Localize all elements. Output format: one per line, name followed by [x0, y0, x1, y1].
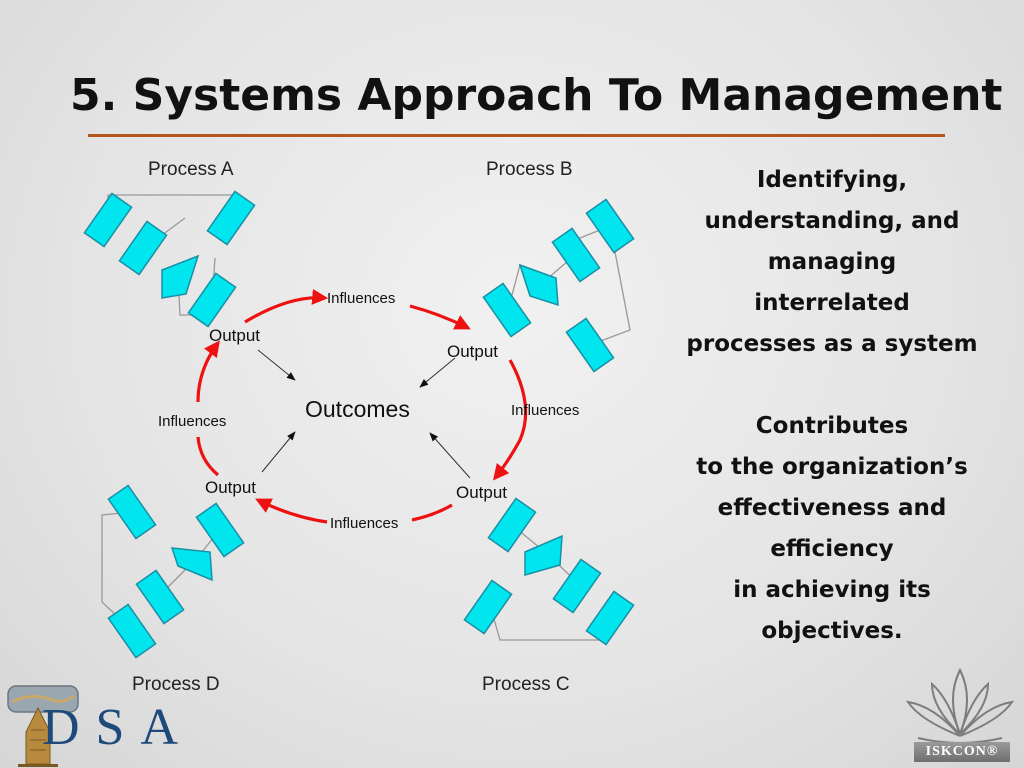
output-label-a: Output	[209, 326, 260, 345]
side-text-line: objectives.	[761, 618, 903, 644]
influence-arrow-d-to-a	[196, 340, 220, 403]
output-d-to-outcomes	[261, 431, 296, 473]
output-label-b: Output	[447, 342, 498, 361]
iskcon-logo: ISKCON®	[898, 662, 1022, 768]
process-b-decision	[518, 263, 559, 307]
process-a-box	[187, 272, 237, 328]
side-text-line: interrelated	[754, 290, 910, 316]
process-c-box	[487, 497, 537, 553]
side-text-line: to the organization’s	[696, 454, 968, 480]
process-c-box	[585, 590, 635, 646]
iskcon-logo-text: ISKCON®	[914, 742, 1010, 762]
influences-label-top: Influences	[327, 290, 395, 307]
process-b-box	[565, 317, 615, 373]
process-c-box	[463, 579, 513, 635]
process-b-box	[482, 282, 532, 338]
influences-label-right: Influences	[511, 402, 579, 419]
outcome-arrows	[257, 349, 471, 479]
process-b-box	[585, 198, 635, 254]
process-d-box	[107, 484, 157, 540]
process-a-box	[206, 190, 256, 246]
paragraph-gap	[668, 365, 996, 406]
output-label-d: Output	[205, 478, 256, 497]
process-a-decision	[161, 254, 200, 299]
influence-arrow-a-to-b-head	[409, 304, 471, 330]
process-d-box	[135, 569, 185, 625]
lotus-icon	[905, 667, 1015, 744]
side-text: Identifying, understanding, and managing…	[668, 160, 996, 652]
side-text-line: processes as a system	[686, 331, 978, 357]
process-b-shapes	[482, 198, 635, 373]
side-text-line: Contributes	[755, 413, 909, 439]
process-c-label: Process C	[482, 674, 570, 695]
process-d-label: Process D	[132, 674, 220, 695]
side-text-line: managing	[767, 249, 897, 275]
process-b-label: Process B	[486, 159, 573, 180]
side-text-line: in achieving its	[733, 577, 931, 603]
influences-label-left: Influences	[158, 413, 226, 430]
side-text-line: understanding, and	[704, 208, 960, 234]
dsa-logo: DSA	[2, 680, 212, 768]
influence-arrow-d-to-a-lower	[196, 436, 220, 477]
process-d-shapes	[107, 484, 245, 659]
title-underline	[88, 134, 945, 137]
slide-title: 5. Systems Approach To Management	[70, 70, 1003, 121]
output-a-to-outcomes	[257, 349, 296, 381]
outcomes-label: Outcomes	[305, 396, 410, 422]
process-d-box	[195, 502, 245, 558]
output-label-c: Output	[456, 483, 507, 502]
process-a-box	[83, 192, 133, 248]
side-text-line: efficiency	[770, 536, 894, 562]
process-d-decision	[170, 547, 213, 582]
process-b-box	[551, 227, 601, 283]
process-a-box	[118, 220, 168, 276]
side-text-line: Identifying,	[756, 167, 908, 193]
process-c-box	[552, 558, 602, 614]
influence-arrows	[196, 288, 528, 524]
output-b-to-outcomes	[419, 357, 456, 388]
process-c-decision	[524, 534, 563, 576]
influence-arrow-c-to-d	[255, 498, 328, 524]
process-c-shapes	[463, 497, 635, 646]
systems-diagram: Process A Process B Process C Process D …	[83, 159, 635, 695]
influence-arrow-c-to-d-start	[411, 503, 453, 522]
process-a-shapes	[83, 190, 256, 328]
output-c-to-outcomes	[429, 432, 471, 479]
process-d-box	[107, 603, 157, 659]
temple-icon	[7, 685, 79, 767]
process-a-label: Process A	[148, 159, 234, 180]
influences-label-bottom: Influences	[330, 515, 398, 532]
side-text-line: effectiveness and	[717, 495, 947, 521]
dsa-logo-text: DSA	[42, 699, 195, 756]
influence-arrow-b-to-c	[492, 359, 528, 481]
influence-arrow-a-to-b	[244, 288, 329, 324]
